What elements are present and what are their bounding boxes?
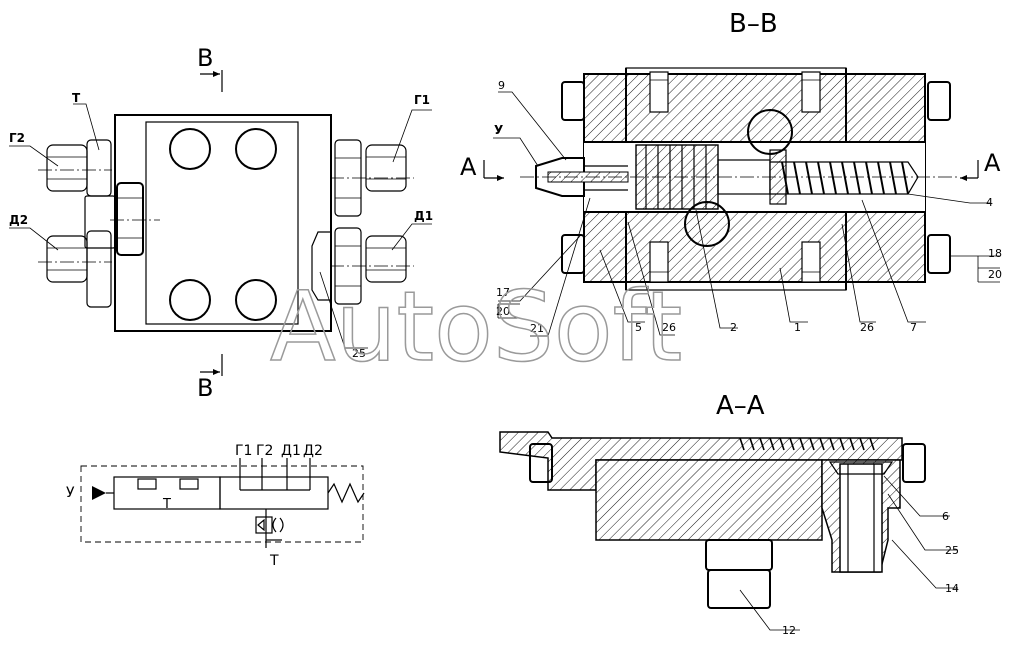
section-mark-a-right: А: [984, 149, 1001, 177]
port-label-g2: Г2: [9, 131, 25, 145]
port-label-g1: Г1: [414, 93, 430, 107]
port-label-d1: Д1: [414, 209, 433, 223]
schematic-label-d2: Д2: [303, 443, 323, 459]
port-label-t: Т: [72, 91, 81, 105]
callout-25-plan: 25: [352, 347, 366, 360]
left-fittings: [46, 139, 144, 308]
callout-12: 12: [782, 624, 796, 637]
callout-18: 18: [988, 247, 1002, 260]
callout-20-right: 20: [988, 268, 1002, 281]
schematic-label-t-bottom: Т: [269, 553, 279, 569]
callout-26-right: 26: [860, 321, 874, 334]
aa-section: [499, 431, 958, 631]
schematic-label-d1: Д1: [281, 443, 301, 459]
callout-20-left: 20: [496, 305, 510, 318]
callout-2: 2: [730, 321, 737, 334]
plan-inner-frame: [145, 121, 299, 325]
schematic-label-t-inner: Т: [162, 497, 171, 512]
callout-21: 21: [530, 322, 544, 335]
watermark: AutoSoft: [270, 271, 682, 383]
callout-14: 14: [945, 582, 959, 595]
callout-17: 17: [496, 286, 510, 299]
schematic-frame: [80, 465, 364, 543]
callout-26-left: 26: [662, 321, 676, 334]
section-mark-a-left: А: [460, 153, 477, 181]
hydraulic-schematic: [80, 458, 365, 548]
callout-25-aa: 25: [945, 544, 959, 557]
bb-view-title: В–В: [729, 9, 778, 39]
callout-7: 7: [910, 321, 917, 334]
callout-6: 6: [942, 510, 949, 523]
port-label-d2: Д2: [9, 213, 28, 227]
schematic-label-g1: Г1: [235, 443, 252, 459]
port-label-u: У: [494, 123, 503, 137]
aa-view-title: А–А: [716, 391, 765, 421]
section-mark-b-top: В: [197, 44, 213, 72]
bb-section: [483, 67, 1000, 337]
plan-view: [9, 70, 432, 376]
callout-5: 5: [635, 321, 642, 334]
callout-4: 4: [986, 196, 993, 209]
section-mark-b-bottom: В: [197, 374, 213, 402]
callout-9: 9: [498, 79, 505, 92]
spring: [769, 161, 919, 195]
plan-bolts: [169, 128, 277, 321]
schematic-label-g2: Г2: [256, 443, 273, 459]
schematic-label-u: У: [66, 485, 75, 501]
callout-1: 1: [794, 321, 801, 334]
spool-position-2: [219, 476, 329, 510]
